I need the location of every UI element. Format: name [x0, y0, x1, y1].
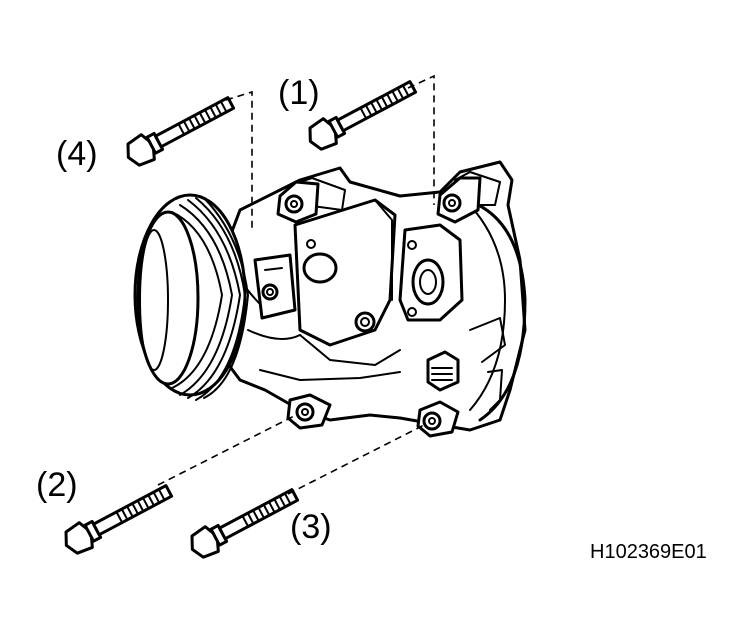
bolt-3	[190, 488, 300, 559]
guide-line-3	[287, 423, 427, 495]
callout-2: (2)	[36, 466, 78, 504]
alignment-lines	[157, 74, 435, 495]
callout-3: (3)	[290, 508, 332, 546]
bolt-1	[308, 80, 418, 151]
compressor-body	[218, 160, 527, 438]
guide-line-1	[407, 74, 435, 205]
callout-4: (4)	[56, 135, 98, 173]
callout-1: (1)	[278, 74, 320, 112]
guide-line-4	[225, 90, 253, 228]
guide-line-2	[157, 413, 299, 486]
bolt-2	[64, 484, 174, 555]
magnetic-clutch-pulley	[133, 193, 249, 401]
figure-code: H102369E01	[590, 541, 707, 563]
bolt-4	[126, 96, 236, 167]
